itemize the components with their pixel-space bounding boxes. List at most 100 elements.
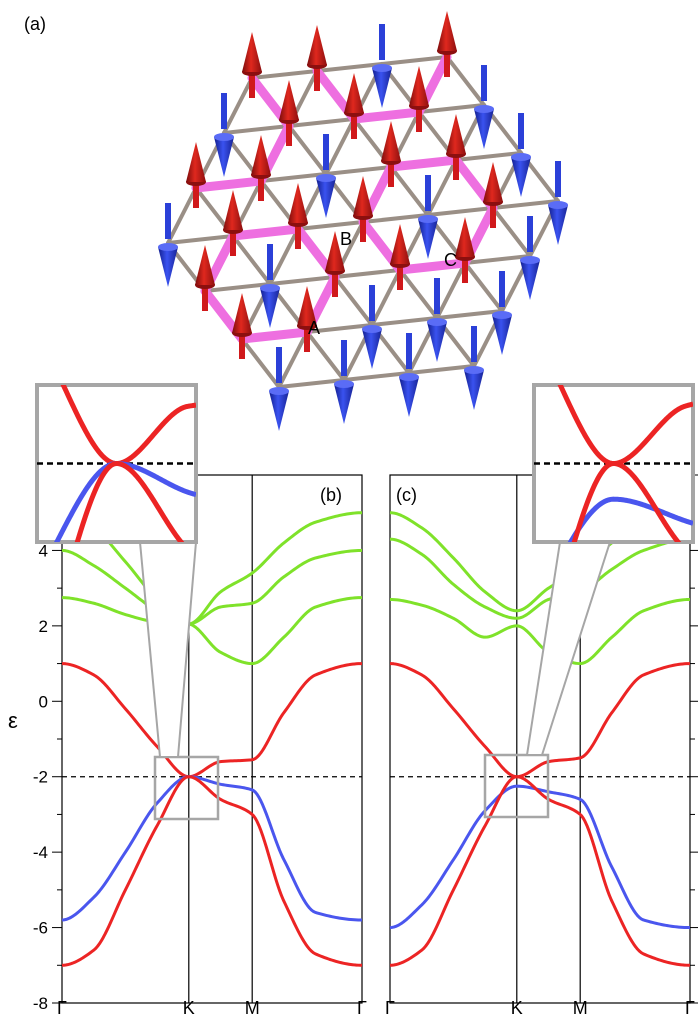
lattice-bond: [231, 234, 272, 286]
kagome-bond: [228, 224, 303, 241]
arrow-cone-base: [372, 64, 392, 72]
lattice-bond: [463, 254, 532, 265]
y-axis-label: ε: [8, 708, 18, 733]
lattice-bond: [268, 227, 300, 286]
arrow-shaft: [286, 120, 292, 146]
y-tick-label: -8: [33, 994, 48, 1013]
lattice-bond: [277, 330, 309, 389]
spin-down-arrow: [334, 340, 354, 424]
y-tick-label: 0: [39, 692, 48, 711]
arrow-shaft: [267, 244, 273, 280]
band-curve-red: [61, 662, 363, 779]
spin-up-arrow: [279, 80, 299, 146]
spin-up-arrow: [297, 286, 317, 352]
arrow-cone: [186, 142, 206, 182]
lattice-bond: [491, 199, 560, 210]
inset-connector: [525, 541, 612, 756]
arrow-shaft: [314, 65, 320, 91]
band-curve-red: [389, 775, 691, 967]
arrow-cone: [242, 32, 262, 72]
arrow-shaft: [276, 347, 282, 383]
lattice-bond: [222, 124, 291, 135]
arrow-shaft: [304, 326, 310, 352]
arrow-cone: [418, 219, 438, 259]
arrow-cone-base: [362, 325, 382, 333]
arrow-cone-base: [399, 373, 419, 381]
spin-down-arrow: [362, 285, 382, 369]
y-tick-label: 4: [39, 541, 48, 560]
band-curve-green: [389, 597, 691, 666]
inset-content: [37, 385, 196, 542]
panel-label-c: (c): [396, 485, 417, 505]
lattice-bond: [268, 275, 337, 286]
arrow-shaft: [471, 326, 477, 362]
lattice-bond: [370, 268, 402, 327]
arrow-cone: [214, 137, 234, 177]
arrow-shaft: [258, 175, 264, 201]
arrow-shaft: [249, 72, 255, 98]
arrow-cone: [520, 260, 540, 300]
inset-zoom-b: [35, 383, 220, 821]
arrow-cone-base: [474, 105, 494, 113]
arrow-cone: [455, 217, 475, 257]
arrow-cone-base: [158, 243, 178, 251]
arrow-cone: [511, 157, 531, 197]
arrow-cone: [474, 109, 494, 149]
spin-up-arrow: [446, 114, 466, 180]
spin-up-arrow: [288, 183, 308, 249]
arrow-cone: [232, 293, 252, 333]
arrow-cone-base: [316, 174, 336, 182]
y-tick-label: -6: [33, 919, 48, 938]
lattice-bond: [250, 69, 319, 80]
inset-band-red: [571, 460, 682, 542]
arrow-cone-base: [214, 133, 234, 141]
site-label-c: C: [444, 250, 457, 270]
arrow-shaft: [406, 333, 412, 369]
lattice-bond: [454, 151, 523, 162]
x-tick-label: K: [183, 998, 195, 1018]
arrow-cone: [344, 73, 364, 113]
arrow-cone-base: [464, 366, 484, 374]
lattice-bond: [240, 337, 281, 389]
lattice-bond: [426, 158, 458, 217]
spin-up-arrow: [390, 224, 410, 290]
arrow-shaft: [434, 278, 440, 314]
lattice-bond: [445, 55, 486, 107]
kagome-bond: [386, 155, 461, 172]
arrow-cone-base: [511, 153, 531, 161]
arrow-shaft: [453, 154, 459, 180]
arrow-shaft: [332, 271, 338, 297]
arrow-cone-base: [492, 311, 512, 319]
lattice-bond: [222, 76, 254, 135]
spin-down-arrow: [269, 347, 289, 431]
band-curve-green: [389, 537, 691, 620]
lattice-bond: [435, 261, 467, 320]
arrow-shaft: [221, 93, 227, 129]
arrow-shaft: [388, 161, 394, 187]
arrow-shaft: [499, 271, 505, 307]
y-tick-label: -2: [33, 768, 48, 787]
spin-up-arrow: [353, 176, 373, 242]
spin-down-arrow: [474, 65, 494, 149]
arrow-shaft: [239, 333, 245, 359]
arrow-shaft: [323, 134, 329, 170]
arrow-shaft: [295, 223, 301, 249]
arrow-shaft: [193, 182, 199, 208]
arrow-shaft: [444, 51, 450, 77]
spin-up-arrow: [437, 11, 457, 77]
arrow-cone: [158, 247, 178, 287]
x-tick-label: Γ: [685, 998, 695, 1018]
spin-up-arrow: [223, 190, 243, 256]
spin-up-arrow: [483, 162, 503, 228]
kagome-bond: [237, 327, 312, 344]
spin-up-arrow: [381, 121, 401, 187]
band-curve-blue: [61, 775, 363, 922]
arrow-cone: [297, 286, 317, 326]
band-curve-green: [61, 511, 363, 626]
spin-up-arrow: [344, 73, 364, 139]
arrow-shaft: [230, 230, 236, 256]
lattice-bond: [407, 364, 476, 375]
spin-down-arrow: [418, 175, 438, 259]
arrow-shaft: [369, 285, 375, 321]
arrow-shaft: [360, 216, 366, 242]
